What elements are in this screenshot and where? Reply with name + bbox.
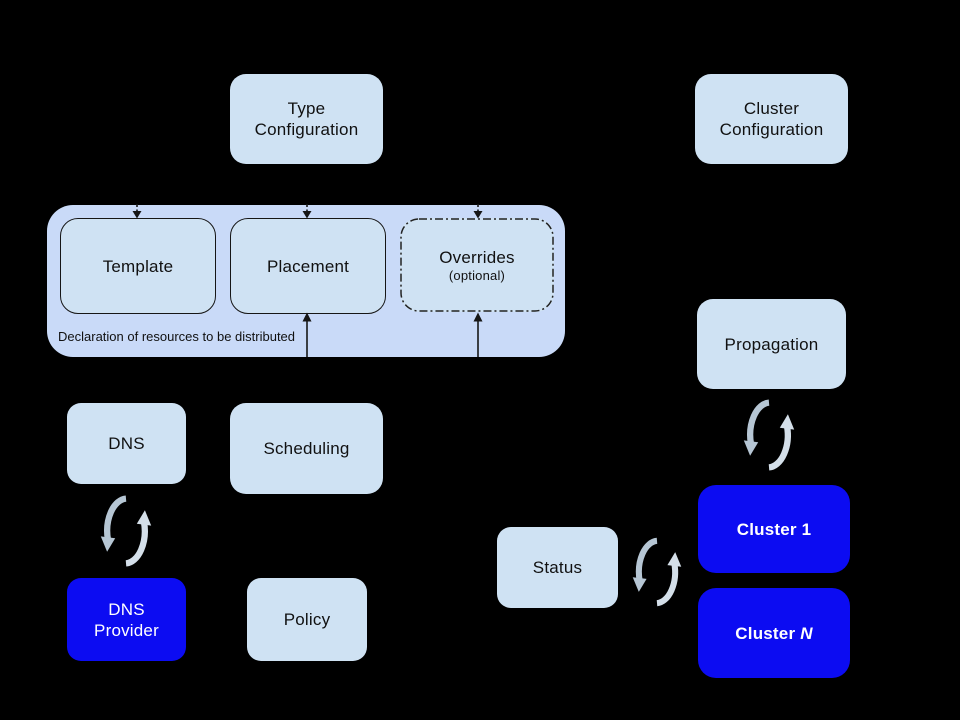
node-overrides: Overrides (optional) bbox=[400, 218, 554, 312]
node-status: Status bbox=[497, 527, 618, 608]
node-label: Scheduling bbox=[263, 439, 350, 458]
sync-icon-propagation-cluster bbox=[742, 395, 796, 475]
node-cluster-n: Cluster N bbox=[698, 588, 850, 678]
node-label-line: Configuration bbox=[254, 120, 359, 139]
node-label: Template bbox=[102, 256, 174, 276]
node-sublabel: (optional) bbox=[448, 267, 506, 283]
node-dns-provider: DNS Provider bbox=[67, 578, 186, 661]
sync-icon-status-cluster bbox=[631, 533, 683, 611]
node-placement: Placement bbox=[230, 218, 386, 314]
node-label-line: Provider bbox=[94, 620, 159, 640]
node-label-line: Configuration bbox=[719, 120, 824, 139]
node-label: DNS bbox=[108, 434, 145, 453]
node-dns: DNS bbox=[67, 403, 186, 484]
node-label: Cluster N bbox=[735, 623, 813, 643]
sync-icon-dns-provider bbox=[99, 489, 153, 573]
node-label-line: Cluster bbox=[743, 99, 800, 118]
node-label: Cluster 1 bbox=[736, 519, 812, 539]
node-label-line: Type bbox=[287, 99, 326, 118]
node-template: Template bbox=[60, 218, 216, 314]
node-label: Propagation bbox=[724, 334, 819, 354]
container-caption: Declaration of resources to be distribut… bbox=[58, 329, 296, 344]
node-cluster-1: Cluster 1 bbox=[698, 485, 850, 573]
node-type-configuration: Type Configuration bbox=[230, 74, 383, 164]
node-scheduling: Scheduling bbox=[230, 403, 383, 494]
node-label: Status bbox=[532, 558, 583, 577]
node-cluster-configuration: Cluster Configuration bbox=[695, 74, 848, 164]
node-propagation: Propagation bbox=[697, 299, 846, 389]
node-label: Placement bbox=[266, 256, 350, 276]
node-label: Policy bbox=[283, 610, 331, 629]
node-policy: Policy bbox=[247, 578, 367, 661]
node-label-line: DNS bbox=[108, 599, 145, 619]
node-label: Overrides bbox=[439, 247, 515, 267]
